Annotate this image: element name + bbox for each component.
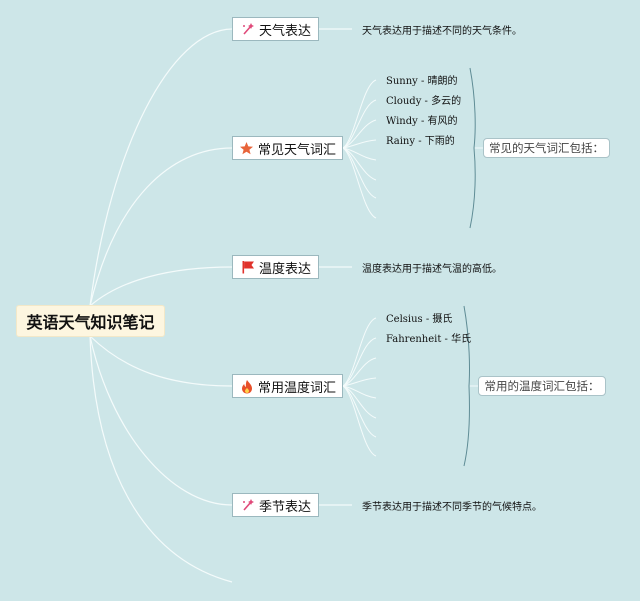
topic-weather-expression[interactable]: 天气表达 <box>232 17 319 41</box>
topic-label: 常用温度词汇 <box>257 380 336 396</box>
connector-line <box>89 335 233 387</box>
topic-temperature-expression[interactable]: 温度表达 <box>232 255 319 279</box>
vocab-item: Sunny - 晴朗的 <box>386 76 458 87</box>
connector-line <box>89 147 233 307</box>
magic-wand-icon <box>240 21 256 37</box>
connector-line <box>89 28 233 307</box>
topic-description: 温度表达用于描述气温的高低。 <box>362 264 502 275</box>
flag-icon <box>240 259 256 275</box>
vocab-item: Rainy - 下雨的 <box>386 136 455 147</box>
vocab-item: Celsius - 摄氏 <box>386 314 453 325</box>
star-icon <box>239 140 255 156</box>
topic-season-expression[interactable]: 季节表达 <box>232 493 319 517</box>
topic-label: 季节表达 <box>258 499 311 515</box>
root-topic-label: 英语天气知识笔记 <box>26 313 155 332</box>
connector-line <box>89 266 233 307</box>
topic-label: 天气表达 <box>258 23 311 39</box>
vocab-item: Fahrenheit - 华氏 <box>386 334 472 345</box>
summary-bracket <box>469 67 476 229</box>
summary-bracket <box>463 305 470 467</box>
summary-label[interactable]: 常见的天气词汇包括： <box>483 138 610 158</box>
topic-description: 季节表达用于描述不同季节的气候特点。 <box>362 502 542 513</box>
connector-line <box>89 335 233 583</box>
root-topic[interactable]: 英语天气知识笔记 <box>17 306 164 336</box>
topic-temperature-vocabulary[interactable]: 常用温度词汇 <box>232 374 343 398</box>
topic-description: 天气表达用于描述不同的天气条件。 <box>362 26 522 37</box>
summary-label[interactable]: 常用的温度词汇包括： <box>478 376 606 396</box>
vocab-item: Cloudy - 多云的 <box>386 96 462 107</box>
topic-weather-vocabulary[interactable]: 常见天气词汇 <box>232 136 343 160</box>
topic-label: 常见天气词汇 <box>257 142 336 158</box>
weather-vocab-fan <box>342 79 377 219</box>
temp-vocab-fan <box>342 317 377 457</box>
connector-line <box>89 335 233 506</box>
fire-icon <box>239 378 255 394</box>
magic-wand-icon <box>240 497 256 513</box>
topic-label: 温度表达 <box>258 261 311 277</box>
vocab-item: Windy - 有风的 <box>386 116 458 127</box>
